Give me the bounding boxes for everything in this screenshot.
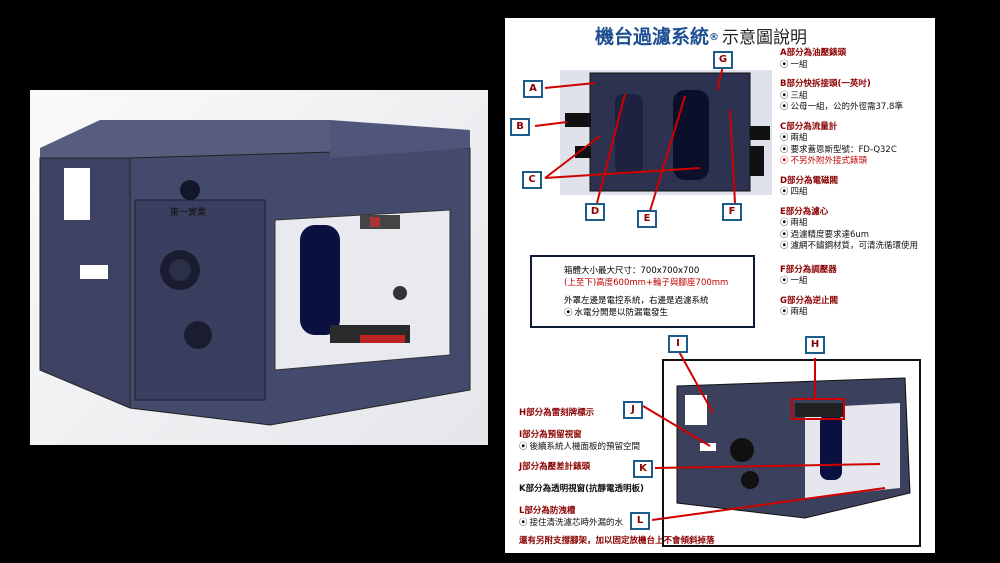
reserved-window [64, 168, 90, 220]
machine-render: 東一實業 [30, 90, 488, 445]
registered-mark: ® [709, 32, 720, 43]
callout-arrows [534, 65, 886, 521]
part-f: F部分為調壓器一組 [780, 265, 918, 288]
diagram-graphics [534, 65, 921, 547]
title-sub: 示意圖說明 [722, 28, 808, 48]
label-e: E [637, 210, 657, 228]
box-height: (上至下)高度600mm+輪子與腳座700mm [564, 278, 729, 288]
machine-illustration: 東一實業 [39, 120, 471, 426]
page-title: 機台過濾系統®示意圖說明 [595, 22, 807, 49]
spec-info-box: 箱體大小最大尺寸：700x700x700 (上至下)高度600mm+輪子與腳座7… [530, 255, 755, 328]
part-j: J部分為壓差計錶頭 [519, 462, 591, 472]
part-l: L部分為防洩槽接住清洗濾芯時外漏的水 [519, 506, 623, 529]
box-note: 水電分開是以防漏電發生 [564, 307, 753, 319]
part-e: E部分為濾心兩組過濾精度要求達6um濾網不鏽鋼材質，可清洗循環使用 [780, 207, 918, 253]
part-c: C部分為流量計兩組要求蓋恩斯型號：FD-Q32C不另外附外接式錶頭 [780, 122, 918, 168]
part-i: I部分為預留視窗後續系統人機面板的預留空間 [519, 430, 640, 453]
label-l: L [630, 512, 650, 530]
label-d: D [585, 203, 605, 221]
label-a: A [523, 80, 543, 98]
part-a: A部分為油壓錶頭一組 [780, 48, 918, 71]
label-j: J [623, 401, 643, 419]
label-g: G [713, 51, 733, 69]
label-c: C [522, 171, 542, 189]
footer-note: 還有另附支撐腳架，加以固定放機台上不會傾斜掉落 [519, 536, 715, 546]
nameplate: 東一實業 [170, 206, 206, 218]
explanation-panel: 機台過濾系統®示意圖說明 [505, 18, 935, 553]
part-k: K部分為透明視窗(抗靜電透明板) [519, 484, 644, 494]
box-size: 箱體大小最大尺寸：700x700x700 [564, 266, 700, 276]
label-h: H [805, 336, 825, 354]
title-main: 機台過濾系統 [595, 26, 710, 48]
part-b: B部分快拆接頭(一英吋)三組公母一組，公的外徑需37.8準 [780, 79, 918, 114]
part-d: D部分為電磁閥四組 [780, 176, 918, 199]
box-layout: 外罩左邊是電控系統，右邊是過濾系統 [564, 296, 709, 306]
label-k: K [633, 460, 653, 478]
label-i: I [668, 335, 688, 353]
label-f: F [722, 203, 742, 221]
part-g: G部分為逆止閥兩組 [780, 296, 918, 319]
parts-right-list: A部分為油壓錶頭一組 B部分快拆接頭(一英吋)三組公母一組，公的外徑需37.8準… [780, 48, 918, 319]
part-h: H部分為雷刻牌標示 [519, 408, 595, 418]
label-b: B [510, 118, 530, 136]
